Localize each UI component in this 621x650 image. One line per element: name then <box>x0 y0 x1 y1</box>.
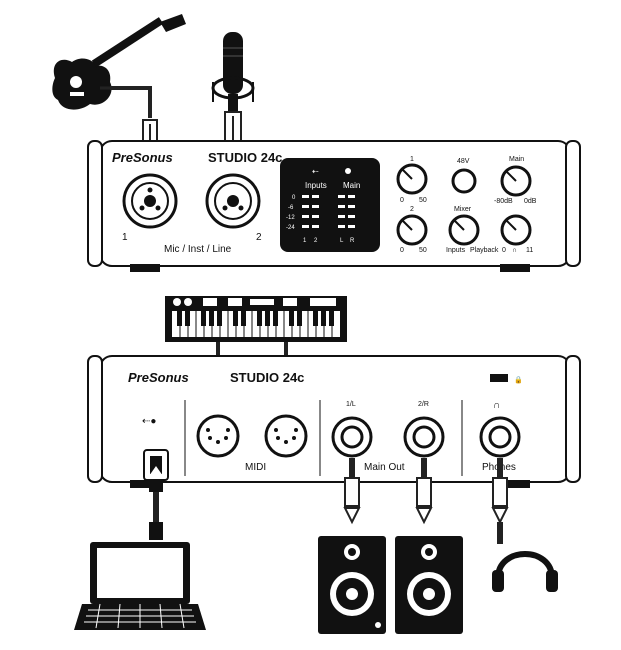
main-out-2-label: 2/R <box>418 401 429 408</box>
top-interface: PreSonus STUDIO 24c 1 2 Mic / Inst / Lin… <box>87 140 581 272</box>
input-2-label: 2 <box>256 232 262 243</box>
main-out-2-jack[interactable] <box>403 416 445 458</box>
midi-label: MIDI <box>245 462 266 473</box>
meter-scale-24: -24 <box>286 225 295 231</box>
main-out-1-label: 1/L <box>346 401 356 408</box>
mixer-label: Mixer <box>454 206 472 213</box>
lock-icon: 🔒 <box>514 376 523 384</box>
phones-arrow <box>491 458 509 544</box>
headphone-port-icon: ∩ <box>493 400 500 411</box>
phantom-48v-button[interactable] <box>451 168 477 194</box>
mixer-knob[interactable] <box>448 214 480 246</box>
usb-icon: ⇠● <box>142 416 156 427</box>
main-out-2-arrow <box>415 458 433 525</box>
main-out-1-jack[interactable] <box>331 416 373 458</box>
meter-ch-1: 1 <box>303 238 307 244</box>
gain-1-max: 50 <box>419 197 427 204</box>
bottom-brand: PreSonus <box>128 370 189 385</box>
usb-cable <box>143 449 169 540</box>
midi-out-port[interactable] <box>264 414 308 458</box>
bottom-model: STUDIO 24c <box>230 370 304 385</box>
phones-min-label: 0 <box>502 247 506 254</box>
main-out-1-arrow <box>343 458 361 525</box>
gain-2-min: 0 <box>400 247 404 254</box>
top-brand: PreSonus <box>112 150 173 165</box>
kensington-slot <box>490 374 508 382</box>
laptop-icon <box>74 542 206 630</box>
meter-scale-6: -6 <box>288 205 294 211</box>
main-min-label: -80dB <box>494 198 513 205</box>
gain-2-knob[interactable] <box>396 214 428 246</box>
speaker-right-icon <box>395 536 463 634</box>
mixer-left-label: Inputs <box>446 247 466 254</box>
input-1-label: 1 <box>122 232 128 243</box>
microphone-icon <box>211 32 255 112</box>
meter-main-label: Main <box>343 181 360 190</box>
main-max-label: 0dB <box>524 198 537 205</box>
mixer-right-label: Playback <box>470 247 499 254</box>
meter-ch-2: 2 <box>314 238 318 244</box>
bottom-interface: PreSonus STUDIO 24c 🔒 ⇠● MIDI 1/L 2/R <box>87 355 581 488</box>
gain-2-max: 50 <box>419 247 427 254</box>
headphones-icon <box>492 551 558 592</box>
main-out-label: Main Out <box>364 462 405 473</box>
meter-inputs-label: Inputs <box>305 181 327 190</box>
usb-indicator: ⇠ <box>312 167 319 176</box>
meter-ch-l: L <box>340 238 344 244</box>
midi-in-port[interactable] <box>196 414 240 458</box>
phantom-label: 48V <box>457 158 470 165</box>
main-knob-label: Main <box>509 156 524 163</box>
guitar-icon <box>52 14 186 110</box>
phones-volume-knob[interactable] <box>500 214 532 246</box>
phones-knob-icon: ∩ <box>512 247 517 254</box>
meter-display: ⇠ Inputs Main 0 -6 -12 -24 1 2 L R <box>280 158 380 252</box>
speaker-left-icon <box>318 536 386 634</box>
phones-max-label: 11 <box>526 247 533 254</box>
gain-1-label: 1 <box>410 156 414 163</box>
gain-2-label: 2 <box>410 206 414 213</box>
input-section-label: Mic / Inst / Line <box>164 244 232 255</box>
input-2-jack[interactable] <box>205 173 261 229</box>
main-volume-knob[interactable] <box>500 165 532 197</box>
gain-1-knob[interactable] <box>396 163 428 195</box>
meter-scale-12: -12 <box>286 215 295 221</box>
keyboard-icon <box>165 296 347 342</box>
input-1-jack[interactable] <box>122 173 178 229</box>
top-model: STUDIO 24c <box>208 150 282 165</box>
meter-scale-0: 0 <box>292 195 296 201</box>
gain-1-min: 0 <box>400 197 404 204</box>
meter-ch-r: R <box>350 238 355 244</box>
phones-jack[interactable] <box>479 416 521 458</box>
